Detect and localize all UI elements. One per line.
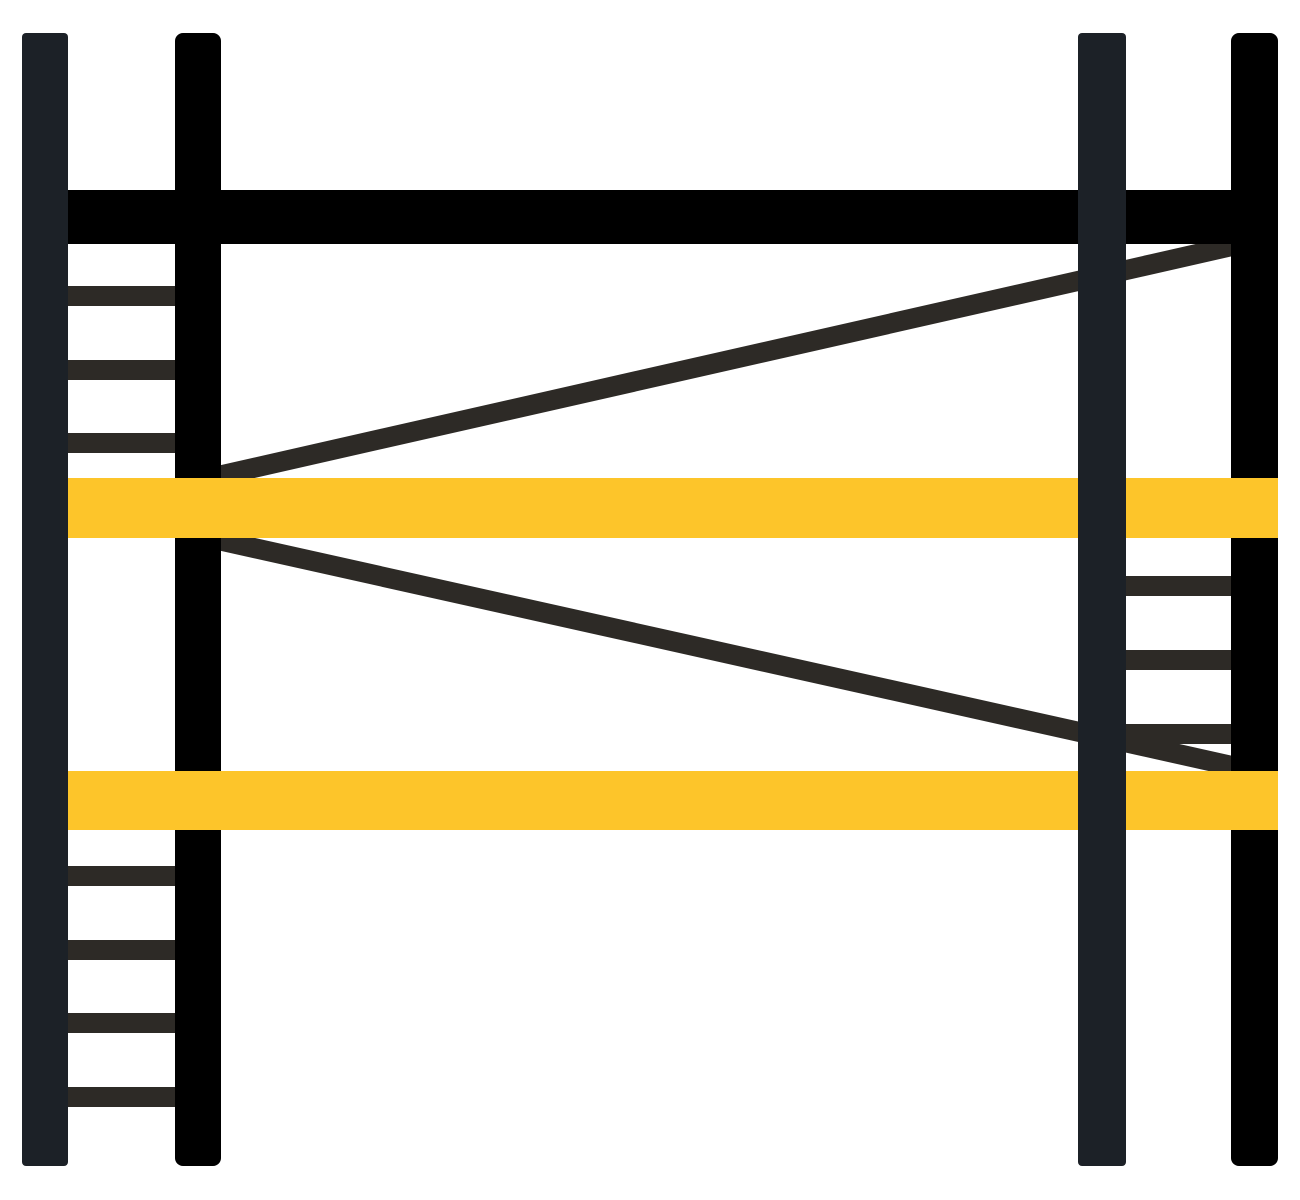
- right-inner-post: [1078, 33, 1126, 1166]
- ladder-rung: [66, 360, 178, 380]
- ladder-rung: [1122, 724, 1234, 744]
- top-guard-rail: [66, 190, 1278, 244]
- left-inner-post: [175, 33, 221, 1166]
- lower-cross-brace: [215, 530, 1235, 776]
- upper-platform: [68, 478, 1078, 538]
- ladder-rung: [66, 940, 178, 960]
- left-outer-post: [22, 33, 68, 1166]
- ladder-rung: [66, 866, 178, 886]
- frame-posts: [22, 33, 1278, 1166]
- ladder-rung: [66, 433, 178, 453]
- ladder-rung: [66, 286, 178, 306]
- lower-platform: [68, 771, 1078, 830]
- ladder-rung: [66, 1087, 178, 1107]
- ladder-rung: [1122, 650, 1234, 670]
- cross-braces: [215, 236, 1235, 776]
- lower-platform-end: [1126, 771, 1278, 830]
- right-outer-post: [1231, 33, 1278, 1166]
- platforms: [68, 478, 1278, 830]
- upper-cross-brace: [215, 236, 1235, 486]
- left-ladder-rungs: [66, 286, 178, 1107]
- ladder-rung: [66, 1013, 178, 1033]
- upper-platform-end: [1126, 478, 1278, 538]
- right-ladder-rungs: [1122, 576, 1234, 744]
- ladder-rung: [1122, 576, 1234, 596]
